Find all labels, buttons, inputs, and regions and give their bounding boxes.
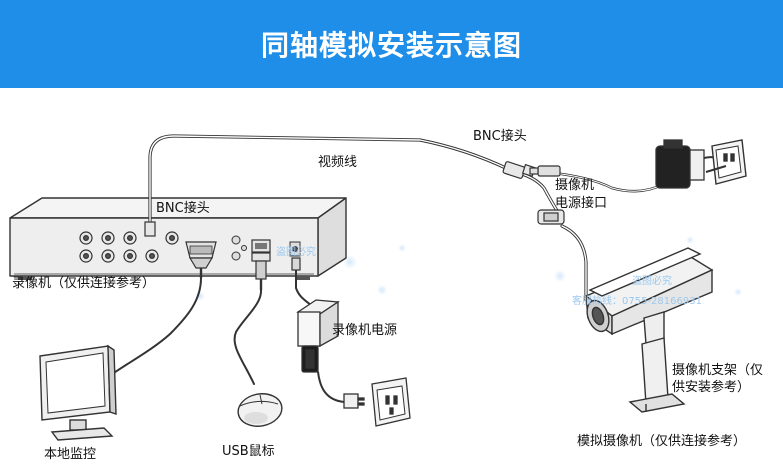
label-camera-power-port-1: 摄像机 [555,178,595,193]
watermark-text-3: 客服热线：0755-28166931 [572,296,702,307]
dc-connector-icon [529,165,561,177]
wall-socket-icon [705,139,747,185]
label-video-cable: 视频线 [318,155,358,170]
label-mouse: USB鼠标 [222,444,275,459]
camera-icon [584,247,714,336]
dvr-icon [9,197,347,280]
cable-lines [103,134,666,403]
label-dvr: 录像机（仅供连接参考） [12,276,156,291]
connection-diagram [9,134,747,441]
dvr-wall-socket-icon [343,377,411,427]
label-dvr-power: 录像机电源 [332,323,398,338]
page-title: 同轴模拟安装示意图 [260,29,522,62]
monitor-icon [39,344,117,441]
watermark-text-1: 盗图必究 [276,247,316,258]
title-bar [0,0,783,88]
label-camera: 模拟摄像机（仅供连接参考） [577,434,747,449]
label-bnc-top: BNC接头 [473,129,527,144]
dvr-power-adapter-icon [296,299,340,373]
usb-port-icon [251,239,271,290]
label-monitor: 本地监控 [44,447,97,462]
label-bnc-dvr: BNC接头 [156,201,210,216]
mouse-icon [237,393,283,427]
power-adapter-icon [655,139,729,189]
dvr-bnc-ports [79,231,179,263]
label-bracket-2: 供安装参考） [672,380,751,395]
bracket-icon [628,311,686,413]
dvr-misc-ports [231,235,301,261]
label-camera-power-port-2: 电源接口 [555,196,608,211]
label-bracket-1: 摄像机支架（仅 [672,363,764,378]
dvr-power-plug-icon [291,257,301,288]
camera-bnc-connector-icon [537,209,565,225]
vga-port-icon [185,241,217,278]
watermark-text-2: 盗图必究 [632,276,672,287]
